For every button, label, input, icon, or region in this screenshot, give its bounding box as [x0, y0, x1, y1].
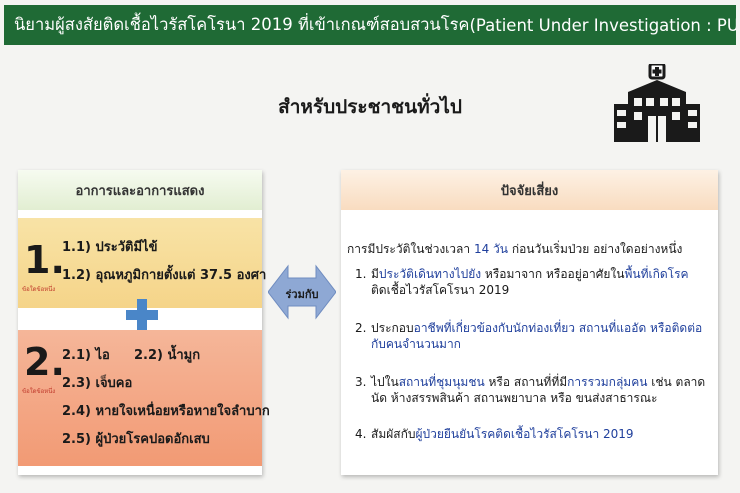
- symptoms-header: อาการและอาการแสดง: [18, 170, 262, 210]
- group-2-number: 2.: [24, 340, 65, 384]
- symptoms-panel: อาการและอาการแสดง 1. ข้อใดข้อหนึ่ง 1.1) …: [18, 170, 270, 475]
- days-highlight: 14 วัน: [473, 242, 508, 256]
- connector-label: ร่วมกับ: [285, 288, 319, 301]
- plus-icon: [126, 299, 158, 331]
- title-thai: นิยามผู้สงสัยติดเชื้อไวรัสโคโรนา 2019 ที…: [14, 15, 470, 34]
- temperature-value: 37.5: [200, 268, 233, 283]
- group-1-note: ข้อใดข้อหนึ่ง: [22, 286, 56, 293]
- symptom-group-2: 2. ข้อใดข้อหนึ่ง 2.1) ไอ 2.2) น้ำมูก 2.3…: [18, 330, 270, 466]
- risk-item-3: 3.ไปในสถานที่ชุมนุมชน หรือ สถานที่ที่มีก…: [355, 375, 706, 405]
- group-2-note: ข้อใดข้อหนึ่ง: [22, 388, 56, 395]
- double-arrow-icon: [268, 264, 336, 320]
- symptom-2-2: 2.2) น้ำมูก: [134, 348, 201, 363]
- symptom-1-1: 1.1) ประวัติมีไข้: [62, 240, 158, 255]
- title-english: (Patient Under Investigation : PUI): [469, 15, 736, 35]
- symptom-2-4: 2.4) หายใจเหนื่อยหรือหายใจลำบาก: [62, 404, 270, 419]
- risk-factors-header: ปัจจัยเสี่ยง: [341, 170, 718, 210]
- symptom-2-5: 2.5) ผู้ป่วยโรคปอดอักเสบ: [62, 432, 210, 447]
- risk-item-2: 2.ประกอบอาชีพที่เกี่ยวข้องกับนักท่องเที่…: [355, 321, 703, 351]
- subtitle: สำหรับประชาชนทั่วไป: [278, 96, 462, 118]
- symptom-1-2: 1.2) อุณหภูมิกายตั้งแต่ 37.5 องศา: [62, 268, 267, 283]
- risk-item-4: 4.สัมผัสกับผู้ป่วยยืนยันโรคติดเชื้อไวรัส…: [355, 427, 634, 441]
- title-bar: นิยามผู้สงสัยติดเชื้อไวรัสโคโรนา 2019 ที…: [4, 5, 736, 45]
- risk-item-1: 1.มีประวัติเดินทางไปยัง หรือมาจาก หรืออย…: [355, 267, 689, 297]
- risk-factors-panel: ปัจจัยเสี่ยง การมีประวัติในช่วงเวลา 14 ว…: [341, 170, 718, 475]
- symptom-group-1: 1. ข้อใดข้อหนึ่ง 1.1) ประวัติมีไข้ 1.2) …: [18, 218, 266, 308]
- hospital-icon: [614, 64, 700, 142]
- symptom-2-3: 2.3) เจ็บคอ: [62, 376, 133, 391]
- symptom-2-1: 2.1) ไอ: [62, 348, 110, 363]
- group-1-number: 1.: [24, 238, 65, 282]
- risk-intro: การมีประวัติในช่วงเวลา 14 วัน ก่อนวันเริ…: [347, 242, 683, 256]
